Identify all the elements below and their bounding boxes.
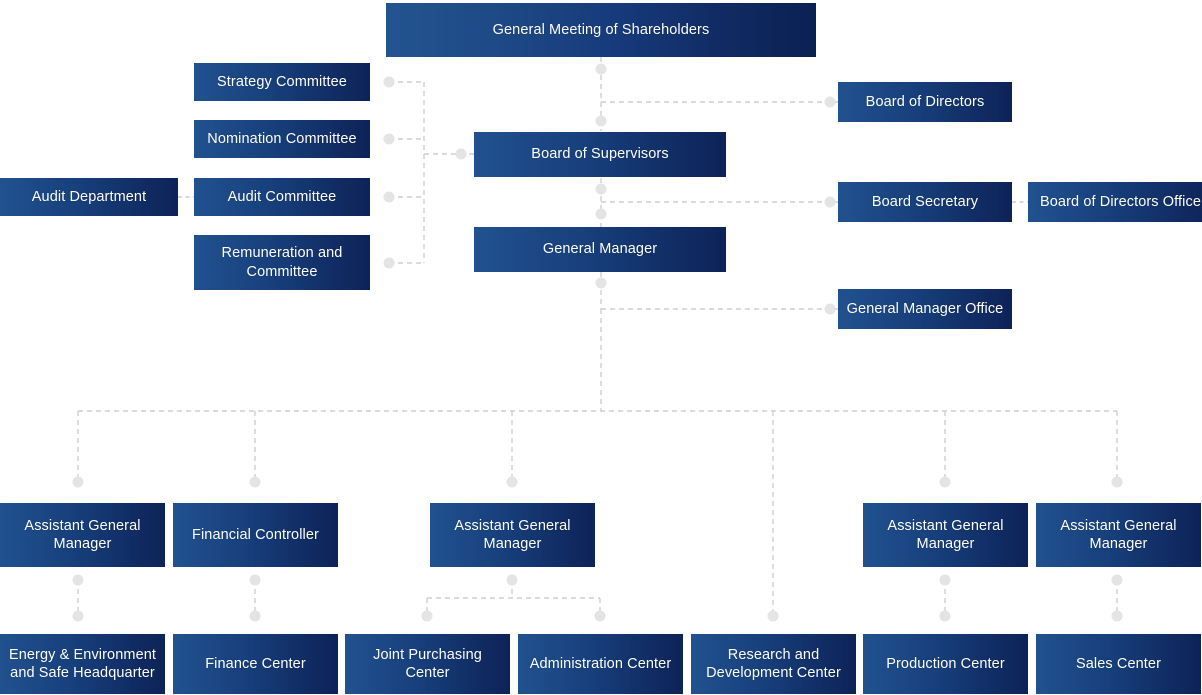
connector-dot [72, 574, 84, 586]
node-general-meeting-of-shareholders[interactable]: General Meeting of Shareholders [386, 3, 816, 57]
node-joint-purchasing-center[interactable]: Joint Purchasing Center [345, 634, 510, 694]
node-board-of-directors[interactable]: Board of Directors [838, 82, 1012, 122]
node-label: Board of Directors [865, 93, 985, 110]
connector-dot [824, 196, 836, 208]
node-research-and-development-center[interactable]: Research and Development Center [691, 634, 856, 694]
node-assistant-general-manager-4[interactable]: Assistant General Manager [1036, 503, 1201, 567]
connector-dot [1111, 610, 1123, 622]
node-remuneration-and-committee[interactable]: Remuneration and Committee [194, 235, 370, 290]
node-label: Audit Department [31, 188, 147, 205]
connector-dot [249, 476, 261, 488]
node-label: Assistant General Manager [887, 517, 1004, 552]
connector-dot [595, 277, 607, 289]
connector-dot [383, 191, 395, 203]
connector-dot [767, 610, 779, 622]
connector-dot [249, 574, 261, 586]
connector-dot [595, 208, 607, 220]
node-board-of-directors-office[interactable]: Board of Directors Office [1028, 182, 1202, 222]
node-label: Board Secretary [871, 193, 979, 210]
connector-dot [939, 574, 951, 586]
connector-dot [383, 76, 395, 88]
node-general-manager-office[interactable]: General Manager Office [838, 289, 1012, 329]
node-label: Nomination Committee [207, 130, 357, 147]
node-label: Assistant General Manager [1060, 517, 1177, 552]
node-label: Energy & Environment and Safe Headquarte… [8, 646, 157, 681]
connector-dot [383, 133, 395, 145]
node-board-of-supervisors[interactable]: Board of Supervisors [474, 132, 726, 177]
node-label: Sales Center [1075, 655, 1162, 672]
node-audit-committee[interactable]: Audit Committee [194, 178, 370, 216]
node-administration-center[interactable]: Administration Center [518, 634, 683, 694]
connector-dot [506, 476, 518, 488]
node-label: Research and Development Center [706, 646, 841, 681]
node-nomination-committee[interactable]: Nomination Committee [194, 120, 370, 158]
node-assistant-general-manager-3[interactable]: Assistant General Manager [863, 503, 1028, 567]
node-label: Remuneration and Committee [221, 245, 343, 280]
connector-dot [421, 610, 433, 622]
connector-dot [594, 610, 606, 622]
node-label: Joint Purchasing Center [373, 646, 482, 681]
node-label: Assistant General Manager [454, 517, 571, 552]
node-audit-department[interactable]: Audit Department [0, 178, 178, 216]
node-board-secretary[interactable]: Board Secretary [838, 182, 1012, 222]
connector-dot [595, 183, 607, 195]
connector-dot [72, 610, 84, 622]
node-financial-controller[interactable]: Financial Controller [173, 503, 338, 567]
connector-dot [383, 257, 395, 269]
connector-dot [939, 476, 951, 488]
connector-dot [506, 574, 518, 586]
connector-dot [1111, 574, 1123, 586]
node-label: Audit Committee [227, 188, 337, 205]
node-energy-environment-safe-headquarter[interactable]: Energy & Environment and Safe Headquarte… [0, 634, 165, 694]
node-label: Production Center [886, 655, 1005, 672]
node-strategy-committee[interactable]: Strategy Committee [194, 63, 370, 101]
node-label: Finance Center [205, 655, 306, 672]
node-sales-center[interactable]: Sales Center [1036, 634, 1201, 694]
node-general-manager[interactable]: General Manager [474, 227, 726, 272]
node-label: Financial Controller [192, 526, 319, 543]
node-production-center[interactable]: Production Center [863, 634, 1028, 694]
node-label: Strategy Committee [217, 73, 347, 90]
connector-dot [455, 148, 467, 160]
node-assistant-general-manager-1[interactable]: Assistant General Manager [0, 503, 165, 567]
connector-dot [939, 610, 951, 622]
connector-dot [249, 610, 261, 622]
connector-dot [1111, 476, 1123, 488]
node-finance-center[interactable]: Finance Center [173, 634, 338, 694]
node-label: Administration Center [529, 655, 672, 672]
node-label: General Meeting of Shareholders [492, 21, 710, 38]
node-label: General Manager [542, 241, 658, 258]
node-assistant-general-manager-2[interactable]: Assistant General Manager [430, 503, 595, 567]
connector-dot [595, 63, 607, 75]
node-label: General Manager Office [846, 300, 1004, 317]
connector-dot [72, 476, 84, 488]
connector-dot [595, 115, 607, 127]
connector-dot [824, 96, 836, 108]
node-label: Assistant General Manager [24, 517, 141, 552]
connector-dot [824, 303, 836, 315]
node-label: Board of Directors Office [1040, 193, 1201, 210]
node-label: Board of Supervisors [531, 146, 669, 163]
